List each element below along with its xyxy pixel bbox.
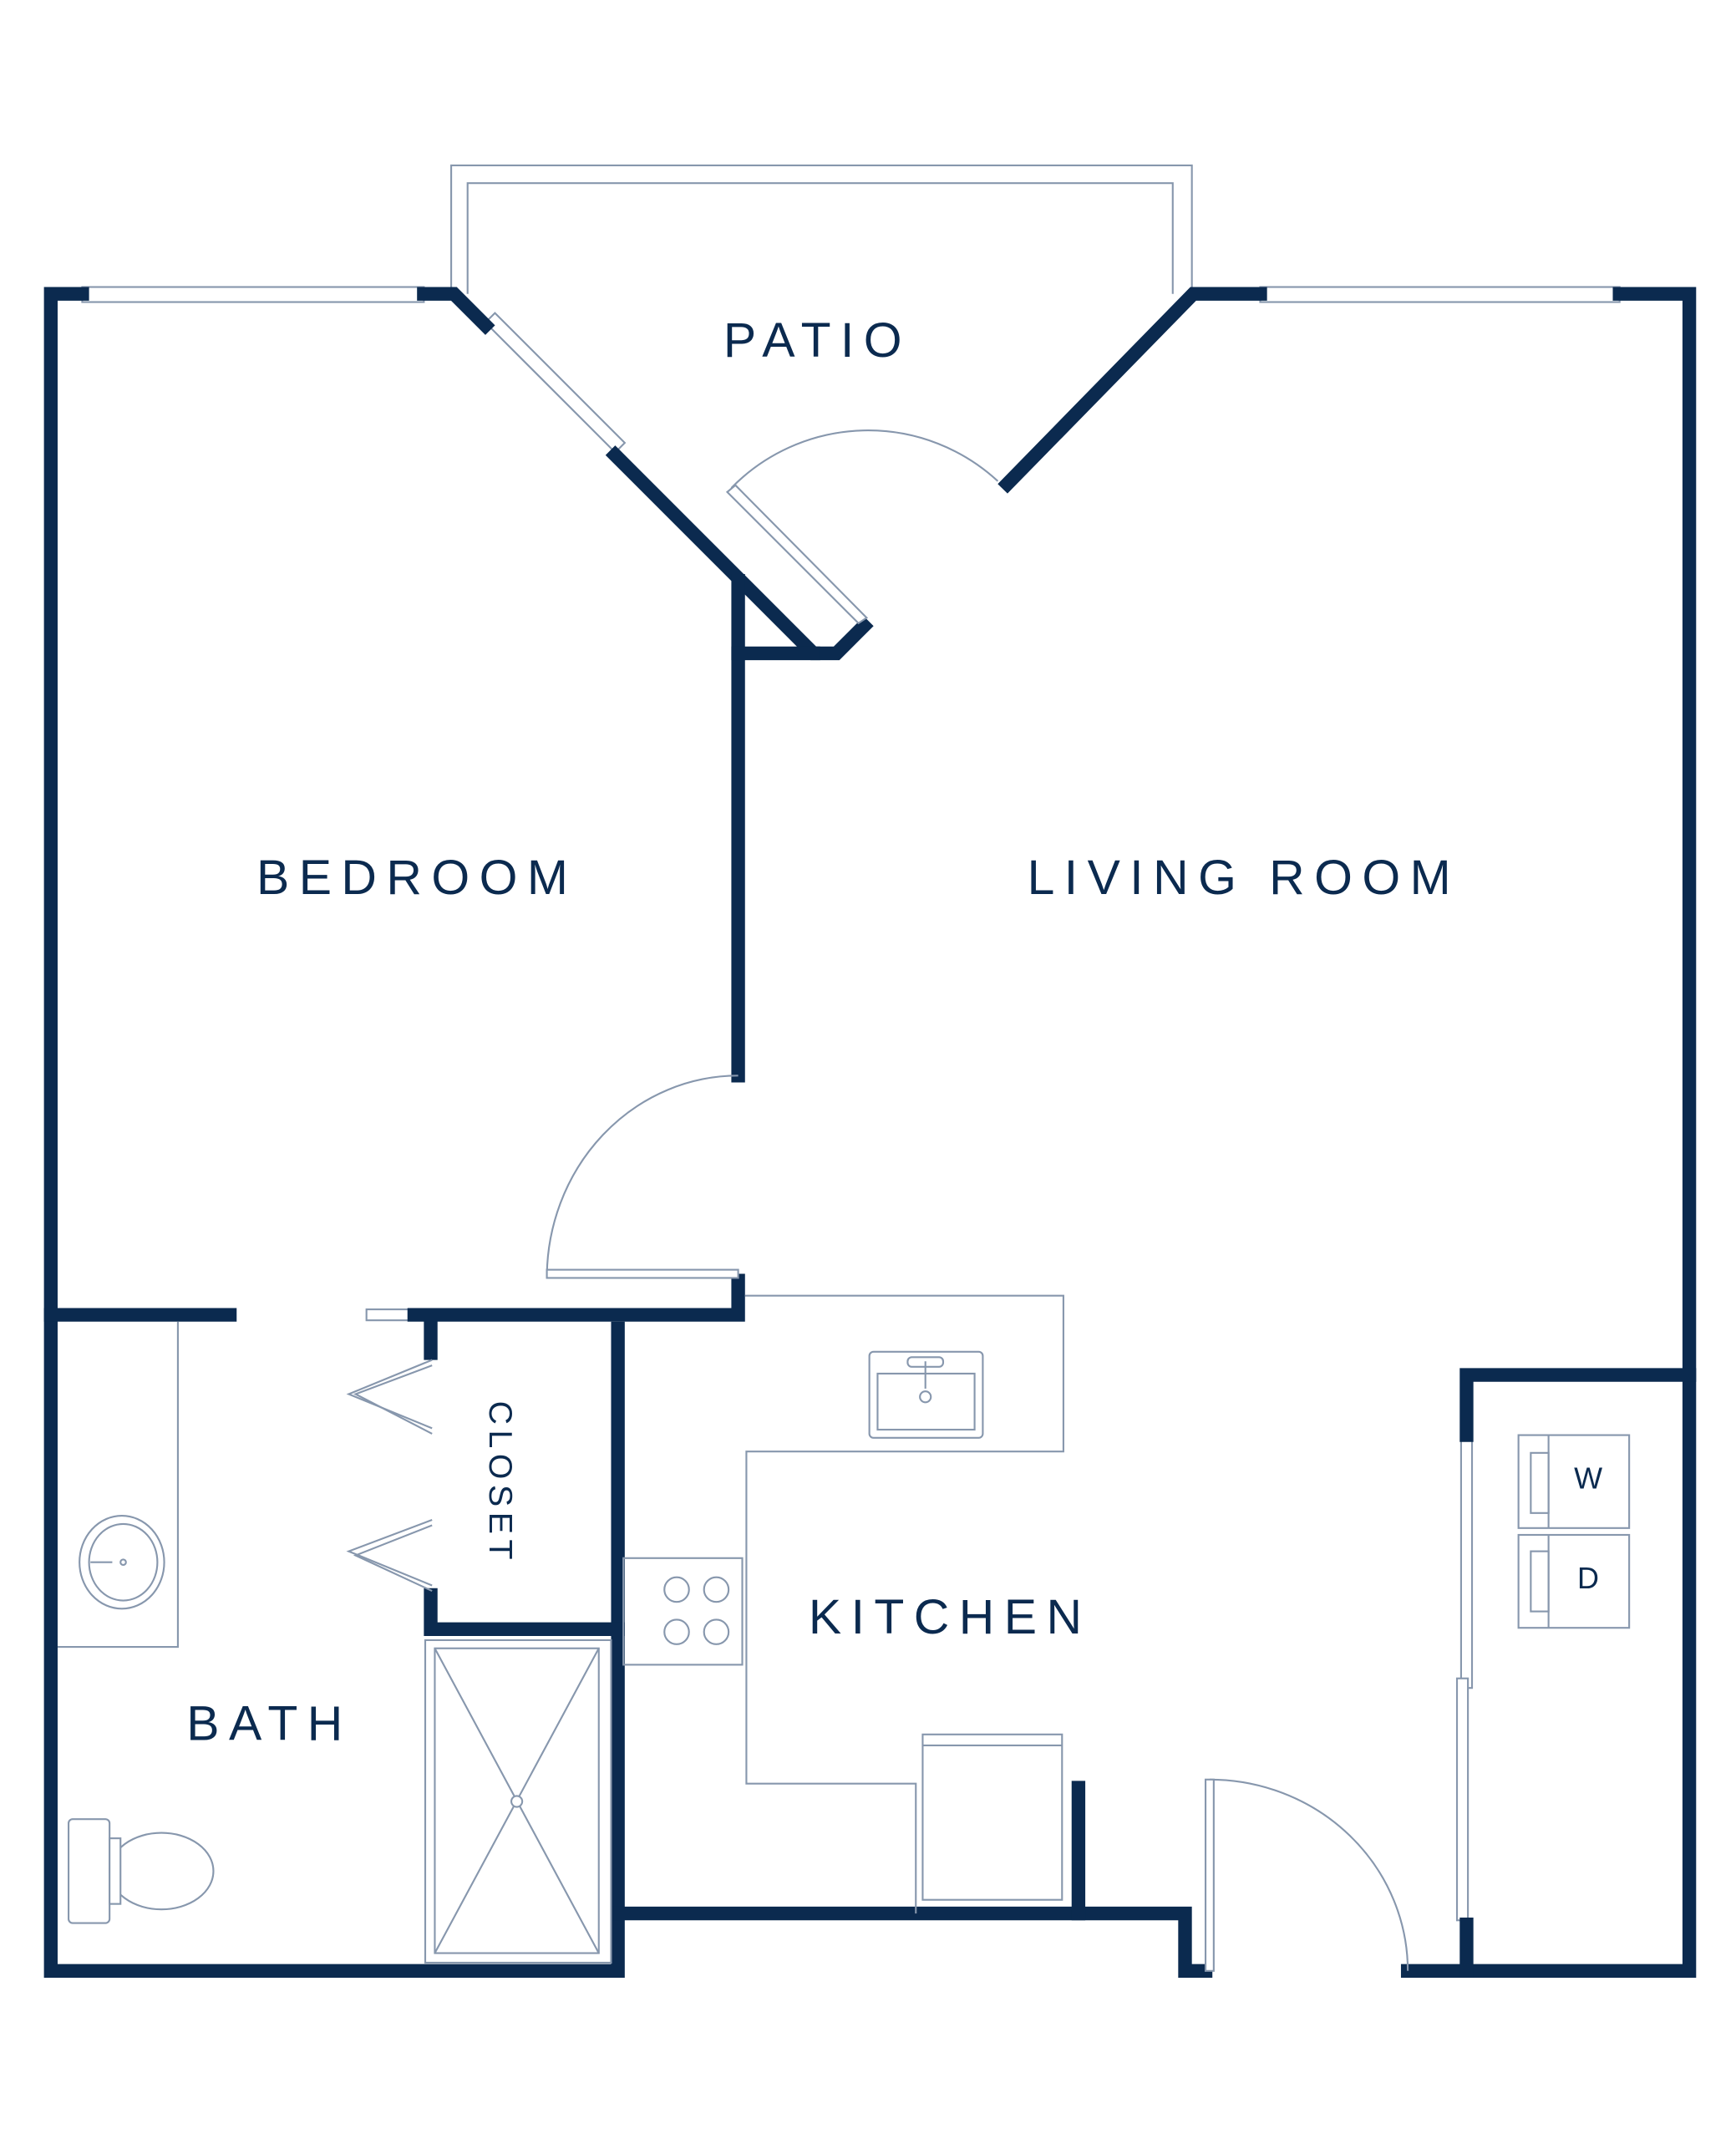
bath-fixtures [57, 1321, 612, 1964]
washer [1517, 1434, 1631, 1529]
toilet [68, 1818, 215, 1924]
room-label-closet: CLOSET [482, 1401, 519, 1565]
kitchen-sink [868, 1350, 984, 1439]
patio-door-swing [730, 429, 999, 489]
doors [346, 429, 1409, 1972]
entry-door [1204, 1778, 1215, 1972]
room-label-living-room: LIVING ROOM [1028, 851, 1461, 905]
room-label-bath: BATH [186, 1696, 352, 1750]
room-label-patio: PATIO [723, 313, 911, 368]
bedroom-door-swing [546, 1075, 739, 1278]
closet-bifold-doors [346, 1359, 433, 1593]
shower [424, 1639, 612, 1964]
patio-door [725, 484, 869, 625]
washer-dryer: W D [1517, 1434, 1631, 1629]
bathroom-sink [79, 1515, 165, 1610]
dryer-label: D [1577, 1561, 1599, 1595]
kitchen-fixtures [622, 1294, 1064, 1914]
windows [81, 286, 1621, 1922]
room-label-bedroom: BEDROOM [256, 851, 577, 905]
bedroom-door [546, 1268, 739, 1279]
walls [43, 287, 1697, 1978]
room-label-kitchen: KITCHEN [809, 1590, 1092, 1644]
washer-label: W [1574, 1461, 1602, 1495]
patio-railing [450, 164, 1193, 294]
entry-door-swing [1209, 1778, 1409, 1971]
dryer [1517, 1533, 1631, 1629]
refrigerator [921, 1733, 1063, 1901]
stove [622, 1557, 744, 1666]
